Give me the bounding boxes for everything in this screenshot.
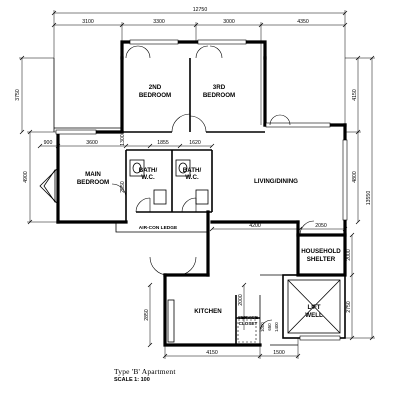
dim-right-2: 4800 xyxy=(352,171,358,183)
dim-small-3: 1400 xyxy=(274,322,279,332)
doors xyxy=(111,45,315,333)
dim-left-inner: 4900 xyxy=(23,171,29,183)
dim-living-lower-1: 4200 xyxy=(249,223,261,229)
dim-shelter-height: 2000 xyxy=(346,249,352,261)
room-label-lift-well: LIFT xyxy=(307,304,320,311)
room-label-household-shelter: HOUSEHOLD xyxy=(301,248,341,255)
room-label-kitchen: KITCHEN xyxy=(194,308,222,315)
plan-title: Type 'B' Apartment xyxy=(114,367,176,376)
windows xyxy=(39,39,348,341)
dim-closet-depth: 2000 xyxy=(238,294,244,306)
room-labels: 2ND BEDROOM 3RD BEDROOM MAIN BEDROOM BAT… xyxy=(77,84,341,326)
room-label-lift-well-2: WELL xyxy=(305,312,323,319)
dim-top-4: 4350 xyxy=(297,19,309,25)
dim-bath-row-3: 1620 xyxy=(189,140,201,146)
dim-overall-width: 12750 xyxy=(193,7,208,13)
room-label-living-dining: LIVING/DINING xyxy=(254,178,298,185)
dim-kitchen-depth: 2850 xyxy=(144,309,150,321)
dim-bottom-2: 1500 xyxy=(273,350,285,356)
room-label-household-shelter-2: SHELTER xyxy=(307,256,336,263)
dim-top-2: 3300 xyxy=(153,19,165,25)
room-label-bath-2-2: W.C. xyxy=(185,174,199,181)
room-label-2nd-bedroom: 2ND xyxy=(149,84,162,91)
dim-small-1: 1000 xyxy=(260,322,265,332)
dim-top-3: 3000 xyxy=(223,19,235,25)
room-label-2nd-bedroom-2: BEDROOM xyxy=(139,92,171,99)
dim-small-2: 650 xyxy=(267,323,272,331)
dim-main-bedroom-depth: 2550 xyxy=(120,181,126,193)
room-label-bath-1: BATH/ xyxy=(139,167,158,174)
dim-main-bedroom-width: 3600 xyxy=(86,140,98,146)
dim-bath-row-1: 1300 xyxy=(120,134,126,146)
dim-bottom-1: 4150 xyxy=(206,350,218,356)
room-label-air-con-ledge: AIR-CON LEDGE xyxy=(139,225,178,231)
room-label-3rd-bedroom: 3RD xyxy=(213,84,226,91)
dimension-lines xyxy=(19,10,375,359)
room-label-service-closet-2: CLOSET xyxy=(239,321,258,326)
dim-lift-height: 2750 xyxy=(346,301,352,313)
plan-scale: SCALE 1: 100 xyxy=(114,377,150,383)
dim-top-1: 3100 xyxy=(82,19,94,25)
dim-right-1: 4150 xyxy=(352,89,358,101)
walls xyxy=(53,40,347,347)
dim-living-lower-2: 2050 xyxy=(315,223,327,229)
dim-bath-row-2: 1855 xyxy=(157,140,169,146)
dim-left-offset: 900 xyxy=(44,140,53,146)
room-label-bath-1-2: W.C. xyxy=(141,174,155,181)
dim-left-outer: 3750 xyxy=(15,89,21,101)
room-label-main-bedroom-2: BEDROOM xyxy=(77,179,109,186)
fixtures xyxy=(129,159,257,343)
room-label-3rd-bedroom-2: BEDROOM xyxy=(203,92,235,99)
dimension-labels: 12750 3100 3300 3000 4350 3750 4900 900 … xyxy=(15,7,372,356)
room-label-main-bedroom: MAIN xyxy=(85,171,101,178)
room-label-service-closet: SERVICE xyxy=(238,315,258,320)
dim-right-3: 13550 xyxy=(366,191,372,206)
room-label-bath-2: BATH/ xyxy=(183,167,202,174)
